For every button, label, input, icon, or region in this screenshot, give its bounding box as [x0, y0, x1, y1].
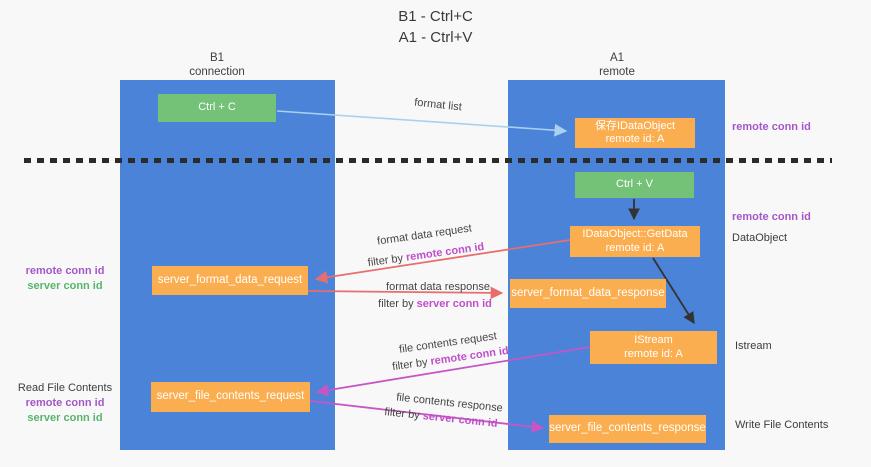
right-column-name: A1 — [609, 52, 625, 64]
filter-by-text: filter by — [383, 406, 424, 423]
write-file-contents-label: Write File Contents — [735, 419, 829, 431]
left-column-header: B1 connection — [117, 51, 317, 79]
getdata-line1: IDataObject::GetData — [582, 228, 688, 240]
right-column-header: A1 remote — [517, 51, 717, 79]
format-data-response-label: format data response — [386, 281, 490, 293]
session-separator-dashed-line — [24, 158, 832, 163]
title-line-1: B1 - Ctrl+C — [398, 8, 473, 25]
idataobject-getdata-node: IDataObject::GetData remote id: A — [570, 226, 700, 257]
left-column-name: B1 — [209, 52, 225, 64]
server-format-data-request-label: server_format_data_request — [157, 273, 303, 286]
server-format-data-response-label: server_format_data_response — [511, 286, 665, 299]
filter-by-text: filter by — [391, 355, 432, 374]
right-remote-conn-id-label: remote conn id — [732, 211, 811, 223]
server-format-data-response-node: server_format_data_response — [510, 279, 666, 308]
server-conn-id-text: server conn id — [416, 298, 492, 310]
format-data-response-filter-label: filter by server conn id — [370, 298, 500, 310]
istream-side-label: Istream — [735, 340, 772, 352]
server-file-contents-response-label: server_file_contents_response — [549, 422, 706, 435]
left-server-conn-id-label: server conn id — [27, 412, 103, 424]
istream-line1: IStream — [634, 334, 673, 346]
server-file-contents-request-node: server_file_contents_request — [151, 382, 310, 412]
istream-line2: remote id: A — [624, 347, 683, 360]
filter-by-text: filter by — [378, 298, 417, 310]
left-column-role: connection — [189, 66, 245, 78]
istream-node: IStream remote id: A — [590, 331, 717, 364]
save-idataobject-line2: remote id: A — [605, 133, 665, 145]
left-remote-conn-id-label: remote conn id — [25, 265, 105, 277]
server-file-contents-response-node: server_file_contents_response — [549, 415, 706, 443]
ctrl-v-label: Ctrl + V — [616, 178, 653, 191]
left-remote-conn-id-label: remote conn id — [25, 397, 105, 409]
save-idataobject-line1: 保存IDataObject — [594, 119, 676, 132]
ctrl-c-node: Ctrl + C — [158, 94, 276, 122]
right-column-role: remote — [599, 66, 635, 78]
filter-by-text: filter by — [367, 251, 407, 270]
server-file-contents-request-label: server_file_contents_request — [156, 390, 305, 403]
remote-conn-id-text: remote conn id — [405, 240, 485, 264]
title-line-2: A1 - Ctrl+V — [398, 29, 473, 46]
dataobject-label: DataObject — [732, 232, 788, 244]
server-conn-id-text: server conn id — [422, 410, 499, 430]
diagram-title: B1 - Ctrl+C A1 - Ctrl+V — [0, 6, 871, 48]
server-format-data-request-node: server_format_data_request — [152, 266, 308, 295]
ctrl-c-label: Ctrl + C — [198, 101, 236, 114]
getdata-line2: remote id: A — [605, 241, 665, 254]
ctrl-v-node: Ctrl + V — [575, 172, 694, 198]
right-remote-conn-id-label: remote conn id — [732, 121, 811, 133]
left-server-conn-id-label: server conn id — [27, 280, 103, 292]
read-file-contents-label: Read File Contents — [17, 382, 113, 394]
save-idataobject-node: 保存IDataObject remote id: A — [575, 118, 695, 148]
format-list-label: format list — [413, 96, 463, 114]
